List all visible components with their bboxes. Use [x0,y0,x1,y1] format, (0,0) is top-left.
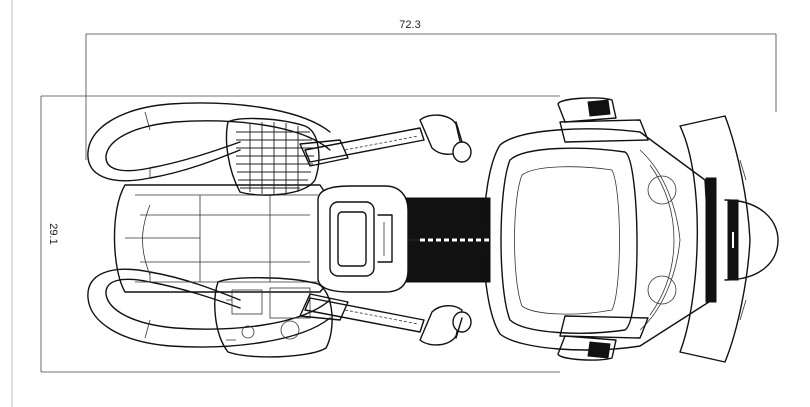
upper-grille [225,117,320,196]
upper-arm [299,114,472,167]
width-dimension-label: 72.3 [399,19,420,31]
width-dimension: 72.3 [85,19,777,160]
seat-lower-handle [557,315,649,361]
seat-upper-handle [557,97,649,143]
center-belt [395,197,505,283]
depth-dimension: 29.1 [40,95,560,373]
seat-back [679,115,779,363]
seat [482,128,713,351]
upper-handle-loop [87,102,331,182]
lower-handle-loop [87,268,331,348]
lower-arm [299,293,472,346]
console [317,185,409,293]
depth-dimension-label: 29.1 [47,223,59,244]
lower-mechanism [214,277,333,358]
